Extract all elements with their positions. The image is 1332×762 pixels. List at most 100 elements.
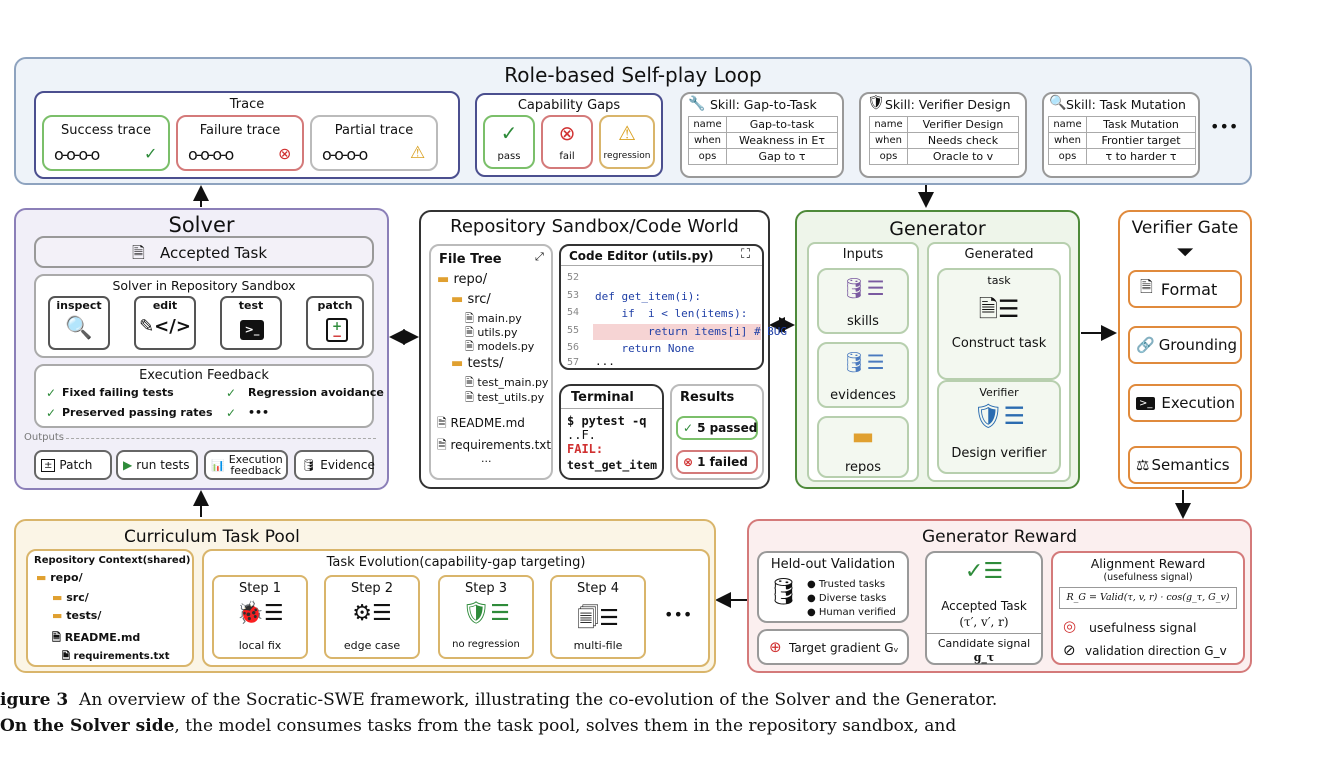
step-4: Step 4 🗐☰ multi-file [550,575,646,659]
folder-icon: ▬ [851,422,875,450]
tree-models[interactable]: 🗎 models.py [465,340,535,353]
bug-highlight [593,324,761,340]
tree-tests[interactable]: ▬ tests/ [451,356,504,371]
folder-icon: ▬ [52,609,63,622]
outputs-divider [66,438,376,439]
terminal-icon: >_ [1136,396,1156,410]
x-circle-icon: ⊗ [558,121,576,145]
shield-icon: 🛡 [867,95,885,111]
trace-chain-icon: o-o-o-o [54,145,100,164]
editor-header [561,246,762,266]
database-list-icon: 🛢☰ [841,350,885,374]
formula-box [1059,587,1237,609]
folder-icon: ▬ [437,272,450,287]
tree-readme[interactable]: 🗎 README.md [437,416,525,430]
terminal-icon: >_ [240,320,264,340]
folder-icon: ▬ [52,591,63,604]
check-icon: ✓ [144,144,158,163]
fullscreen-icon: ⛶ [741,247,751,262]
database-icon: 🛢 [767,577,801,607]
magnifier-icon: 🔍 [65,316,93,341]
check-icon: ✓ [683,421,694,435]
output-patch: ±Patch [34,450,112,480]
step-2: Step 2 ⚙☰ edge case [324,575,420,659]
capability-gaps-box: Capability Gaps ✓ pass ⊗ fail ⚠ regressi… [475,93,663,177]
document-icon: 🗎 [132,243,145,262]
tool-test[interactable]: test >_ [220,296,282,350]
accepted-task-box: 🗎 Accepted Task [34,236,374,268]
partial-trace: Partial trace o-o-o-o ⚠ [310,115,438,171]
tool-inspect[interactable]: inspect 🔍 [48,296,110,350]
curriculum-pool-panel: Curriculum Task Pool Repository Context(… [14,519,716,673]
gear-list-icon: ⚙☰ [352,601,392,626]
trace-chain-icon: o-o-o-o [322,145,368,164]
shield-list-icon: 🛡☰ [973,402,1025,430]
more-dots: ••• [1210,117,1239,136]
database-list-icon: 🛢☰ [841,276,885,300]
play-icon: ▶ [123,458,133,472]
tool-patch[interactable]: patch +− [306,296,364,350]
tree-requirements[interactable]: 🗎 requirements.txt [437,438,552,452]
gate-format: 🗎Format [1128,270,1242,308]
link-icon: 🔗 [1136,336,1155,354]
database-icon: 🛢 [301,458,317,472]
document-check-icon: 🗎 [1140,276,1153,296]
output-evidence: 🛢Evidence [294,450,375,480]
tree-repo[interactable]: ▬ repo/ [437,272,488,287]
compass-icon: ⊘ [1063,641,1076,659]
generator-reward-panel: Generator Reward Held-out Validation 🛢 ●… [747,519,1252,673]
task-list-icon: 🗎☰ [978,295,1020,323]
failure-trace: Failure trace o-o-o-o ⊗ [176,115,304,171]
input-repos: ▬ repos [817,416,909,478]
tree-main[interactable]: 🗎 main.py [465,312,522,325]
step-3: Step 3 🛡☰ no regression [438,575,534,659]
gap-fail: ⊗ fail [541,115,593,169]
plus-circle-icon: ⊕ [769,638,782,656]
magnifier-icon: 🔍 [1049,95,1067,111]
expand-icon: ⤢ [535,250,544,263]
file-tree-box[interactable]: File Tree ⤢ ▬ repo/ ▬ src/ 🗎 main.py 🗎 u… [429,244,553,480]
patch-icon: +− [326,318,348,342]
tree-utils[interactable]: 🗎 utils.py [465,326,518,339]
check-list-icon: ✓☰ [964,559,1004,584]
gate-semantics: ⚖Semantics [1128,446,1242,484]
passed-badge: ✓5 passed [676,416,758,440]
folder-icon: ▬ [36,571,47,584]
task-evolution-box: Task Evolution(capability-gap targeting)… [202,549,710,667]
x-circle-icon: ⊗ [683,455,694,469]
verifier-gate-panel: Verifier Gate ⏷ 🗎Format 🔗Grounding >_Exe… [1118,210,1252,489]
funnel-icon: ⏷ [1176,240,1194,265]
multi-file-icon: 🗐☰ [577,606,619,631]
self-play-loop-panel: Role-based Self-play Loop Trace Success … [14,57,1252,185]
generated-box: Generated task 🗎☰ Construct task Verifie… [927,242,1071,482]
check-icon: ✓ [46,386,57,400]
folder-icon: ▬ [451,356,464,371]
bar-chart-icon: 📊 [211,458,225,472]
tool-edit[interactable]: edit ✎</> [134,296,196,350]
inputs-box: Inputs 🛢☰ skills 🛢☰ evidences ▬ repos [807,242,919,482]
figure-caption-line-2: On the Solver side, the model consumes t… [0,716,957,736]
bug-list-icon: 🐞☰ [236,601,284,626]
repo-context-box: Repository Context(shared) ▬ repo/ ▬ src… [26,549,194,667]
repository-sandbox-panel: Repository Sandbox/Code World File Tree … [419,210,787,489]
tree-test-utils[interactable]: 🗎 test_utils.py [465,391,545,404]
gap-pass: ✓ pass [483,115,535,169]
loop-title: Role-based Self-play Loop [504,63,762,87]
tree-src[interactable]: ▬ src/ [451,292,491,307]
pool-title: Curriculum Task Pool [124,527,300,547]
target-icon: ◎ [1063,617,1077,635]
warning-icon: ⚠ [618,121,636,145]
terminal-box[interactable]: Terminal $ pytest -q ..F. FAIL: test_get… [559,384,664,480]
more-dots: ••• [664,605,693,624]
scale-icon: ⚖ [1136,456,1150,474]
generator-title: Generator [889,218,986,240]
code-editor[interactable]: Code Editor (utils.py) ⛶ 52 53 def get_i… [559,244,787,370]
wrench-icon: 🔧 [688,96,706,112]
execution-feedback-box: Execution Feedback ✓ Fixed failing tests… [34,364,384,428]
tree-test-main[interactable]: 🗎 test_main.py [465,376,549,389]
